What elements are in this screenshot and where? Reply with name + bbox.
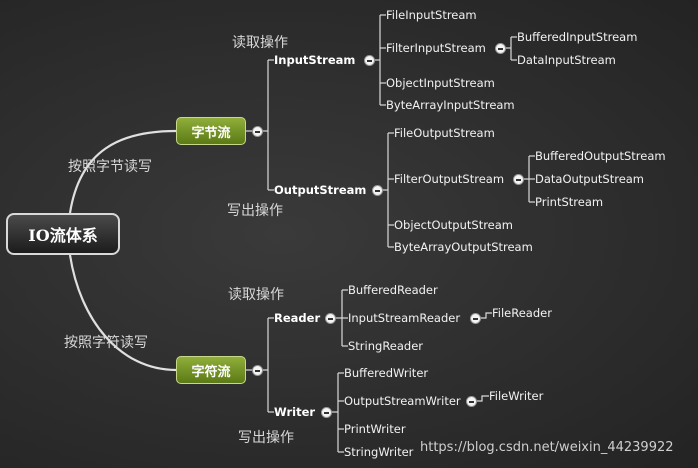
filteroutputstream-node[interactable]: FilterOutputStream <box>394 172 505 186</box>
collapse-icon[interactable] <box>252 365 263 376</box>
collapse-icon[interactable] <box>466 396 477 407</box>
root-node[interactable]: IO流体系 <box>6 213 120 255</box>
bufferedreader-node[interactable]: BufferedReader <box>348 283 438 297</box>
outputstream-node[interactable]: OutputStream <box>274 183 367 197</box>
collapse-icon[interactable] <box>364 55 375 66</box>
char-stream-label: 字符流 <box>191 364 231 380</box>
writer-node[interactable]: Writer <box>274 405 316 419</box>
bytearrayinputstream-node[interactable]: ByteArrayInputStream <box>386 98 515 112</box>
root-label: IO流体系 <box>28 226 98 245</box>
stringreader-node[interactable]: StringReader <box>348 339 424 353</box>
objectoutputstream-node[interactable]: ObjectOutputStream <box>394 218 514 232</box>
collapse-icon[interactable] <box>372 185 383 196</box>
bufferedoutputstream-node[interactable]: BufferedOutputStream <box>535 149 666 163</box>
collapse-icon[interactable] <box>321 407 332 418</box>
collapse-icon[interactable] <box>513 174 524 185</box>
writer-caption: 写出操作 <box>238 430 294 446</box>
bufferedinputstream-node[interactable]: BufferedInputStream <box>517 30 638 44</box>
inputstreamreader-node[interactable]: InputStreamReader <box>348 311 461 325</box>
input-caption: 读取操作 <box>232 35 288 51</box>
watermark: https://blog.csdn.net/weixin_44239922 <box>420 440 674 455</box>
objectinputstream-node[interactable]: ObjectInputStream <box>386 76 495 90</box>
filewriter-node[interactable]: FileWriter <box>489 389 544 403</box>
stringwriter-node[interactable]: StringWriter <box>344 445 414 459</box>
filterinputstream-node[interactable]: FilterInputStream <box>386 41 486 55</box>
byte-stream-node[interactable]: 字节流 <box>176 117 246 145</box>
collapse-icon[interactable] <box>252 126 263 137</box>
collapse-icon[interactable] <box>325 313 336 324</box>
collapse-icon[interactable] <box>470 313 481 324</box>
edge-label-char: 按照字符读写 <box>64 335 148 351</box>
bytearrayoutputstream-node[interactable]: ByteArrayOutputStream <box>394 240 533 254</box>
dataoutputstream-node[interactable]: DataOutputStream <box>535 172 645 186</box>
reader-caption: 读取操作 <box>228 287 284 303</box>
outputstreamwriter-node[interactable]: OutputStreamWriter <box>344 394 461 408</box>
reader-node[interactable]: Reader <box>274 311 321 325</box>
collapse-icon[interactable] <box>495 43 506 54</box>
bufferedwriter-node[interactable]: BufferedWriter <box>344 366 429 380</box>
datainputstream-node[interactable]: DataInputStream <box>517 53 616 67</box>
filereader-node[interactable]: FileReader <box>492 306 552 320</box>
edge-label-byte: 按照字节读写 <box>68 159 152 175</box>
byte-stream-label: 字节流 <box>191 125 231 141</box>
printwriter-node[interactable]: PrintWriter <box>344 422 406 436</box>
char-stream-node[interactable]: 字符流 <box>176 356 246 384</box>
output-caption: 写出操作 <box>227 203 283 219</box>
fileinputstream-node[interactable]: FileInputStream <box>386 8 477 22</box>
inputstream-node[interactable]: InputStream <box>274 53 356 67</box>
printstream-node[interactable]: PrintStream <box>535 195 604 209</box>
fileoutputstream-node[interactable]: FileOutputStream <box>394 126 495 140</box>
